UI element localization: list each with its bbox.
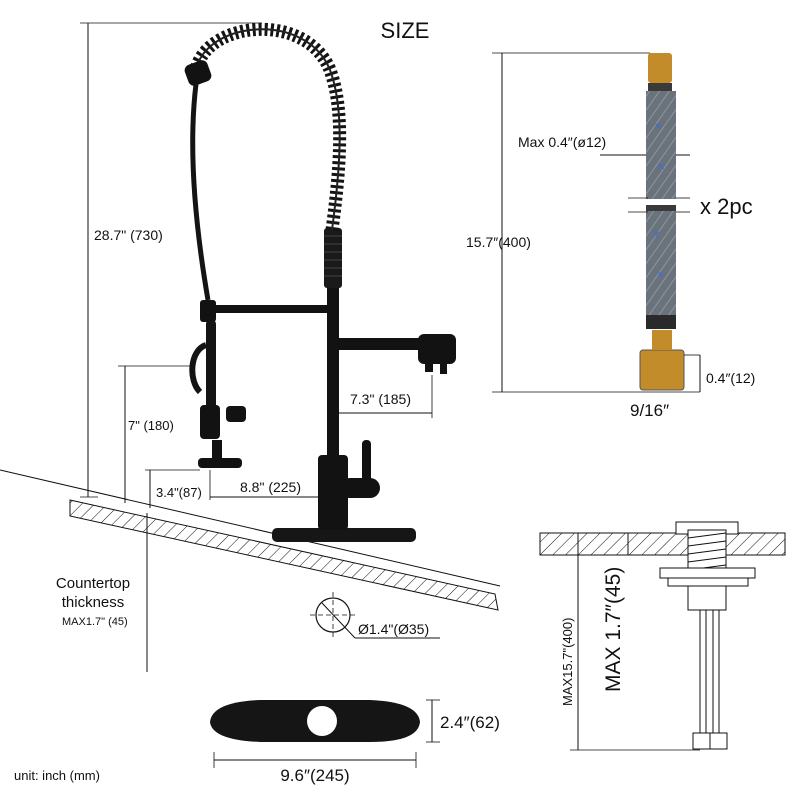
mount-cross-section — [539, 521, 786, 750]
hose-dimensions — [492, 52, 701, 393]
countertop-label-line2: thickness — [62, 594, 125, 611]
unit-note: unit: inch (mm) — [14, 768, 100, 783]
mount-max-total-label: MAX15.7"(400) — [560, 618, 575, 706]
hose-diameter-label: Max 0.4″(ø12) — [518, 134, 606, 150]
mounting-hole — [310, 592, 440, 639]
hose-fitting-label: 0.4″(12) — [706, 370, 755, 386]
svg-text:✕: ✕ — [656, 270, 664, 281]
deck-plate-height-label: 2.4″(62) — [440, 713, 500, 732]
faucet-height-label: 28.7" (730) — [94, 227, 163, 243]
svg-text:✕: ✕ — [657, 162, 665, 173]
mount-max-thickness-label: MAX 1.7″(45) — [602, 567, 625, 692]
deck-plate-dimensions — [213, 699, 440, 768]
faucet-illustration — [184, 22, 456, 542]
spout-reach-label: 7.3" (185) — [350, 391, 411, 407]
base-offset-label: 3.4"(87) — [156, 485, 202, 500]
countertop-label-line1: Countertop — [56, 575, 130, 592]
deck-plate-illustration — [210, 700, 420, 742]
base-reach-label: 8.8" (225) — [240, 479, 301, 495]
hose-length-label: 15.7″(400) — [466, 234, 531, 250]
hose-quantity-label: x 2pc — [700, 194, 753, 219]
hose-illustration: ✕ ✕ ✕ ✕ — [639, 53, 685, 391]
countertop-max-label: MAX1.7" (45) — [62, 616, 128, 628]
hose-thread-label: 9/16″ — [630, 401, 669, 420]
svg-text:✕: ✕ — [652, 230, 660, 241]
deck-plate-width-label: 9.6″(245) — [280, 766, 349, 785]
hole-diameter-label: Ø1.4"(Ø35) — [358, 621, 429, 637]
mount-dimensions — [570, 532, 700, 751]
countertop — [0, 469, 501, 611]
sprayer-height-label: 7" (180) — [128, 418, 174, 433]
faucet-dimensions — [80, 22, 433, 672]
svg-text:✕: ✕ — [654, 122, 662, 133]
diagram-title: SIZE — [381, 18, 430, 43]
